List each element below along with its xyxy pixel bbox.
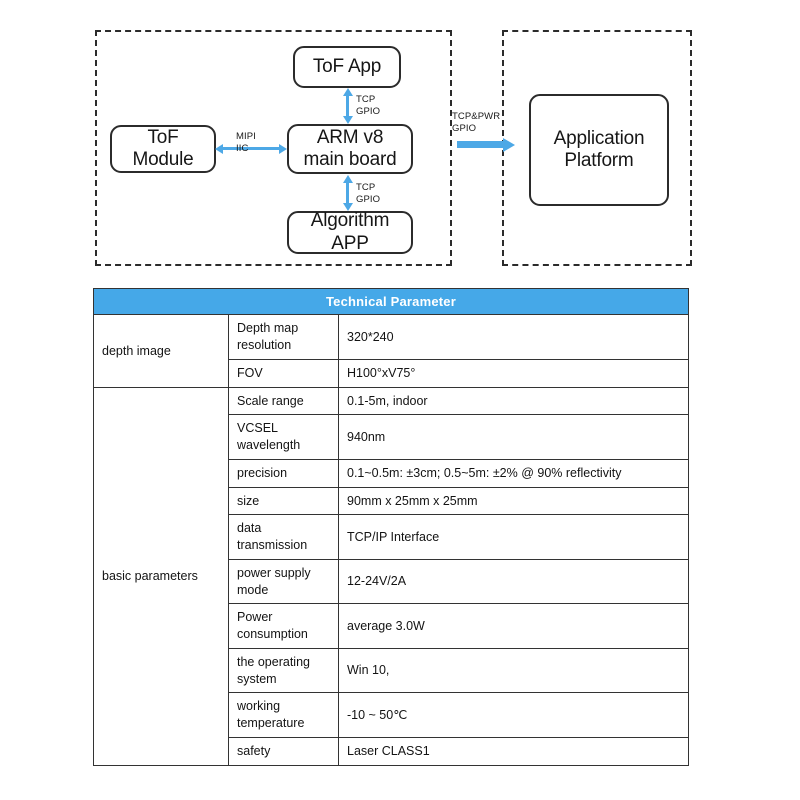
table-parameter-name: the operating system [228, 647, 339, 694]
table-parameter-value: TCP/IP Interface [338, 514, 689, 560]
table-parameter-value: 12-24V/2A [338, 558, 689, 605]
table-parameter-value: 940nm [338, 414, 689, 460]
table-parameter-name: data transmission [228, 514, 339, 560]
arrow-main-board-to-algorithm-icon [346, 182, 349, 204]
table-parameter-value: -10 ~ 50℃ [338, 692, 689, 738]
table-parameter-value: average 3.0W [338, 603, 689, 649]
table-parameter-name: Power consumption [228, 603, 339, 649]
device-boundary-region [95, 30, 452, 266]
table-parameter-value: H100°xV75° [338, 358, 689, 388]
table-parameter-value: 320*240 [338, 314, 689, 360]
table-parameter-name: working temperature [228, 692, 339, 738]
table-parameter-value: Win 10, [338, 647, 689, 694]
table-group-name: basic parameters [93, 386, 229, 766]
table-parameter-name: FOV [228, 358, 339, 388]
arrow-tof-module-to-main-board-icon [222, 147, 280, 150]
table-parameter-value: Laser CLASS1 [338, 736, 689, 766]
arrow-main-board-to-platform-icon [457, 141, 505, 148]
table-parameter-value: 0.1~0.5m: ±3cm; 0.5~5m: ±2% @ 90% reflec… [338, 458, 689, 488]
table-parameter-name: safety [228, 736, 339, 766]
table-parameter-name: Depth map resolution [228, 314, 339, 360]
table-parameter-name: power supply mode [228, 558, 339, 605]
table-group-name: depth image [93, 314, 229, 388]
table-header-row: Technical Parameter [93, 287, 689, 316]
table-row: working temperature-10 ~ 50℃ [94, 692, 689, 738]
table-parameter-value: 90mm x 25mm x 25mm [338, 486, 689, 516]
table-parameter-value: 0.1-5m, indoor [338, 386, 689, 416]
node-tof-app: ToF App [293, 46, 401, 88]
table-parameter-name: Scale range [228, 386, 339, 416]
table-parameter-name: precision [228, 458, 339, 488]
table-parameter-name: VCSEL wavelength [228, 414, 339, 460]
table-parameter-name: size [228, 486, 339, 516]
arrow-tof-app-to-main-board-icon [346, 95, 349, 117]
table-title: Technical Parameter [93, 287, 689, 316]
